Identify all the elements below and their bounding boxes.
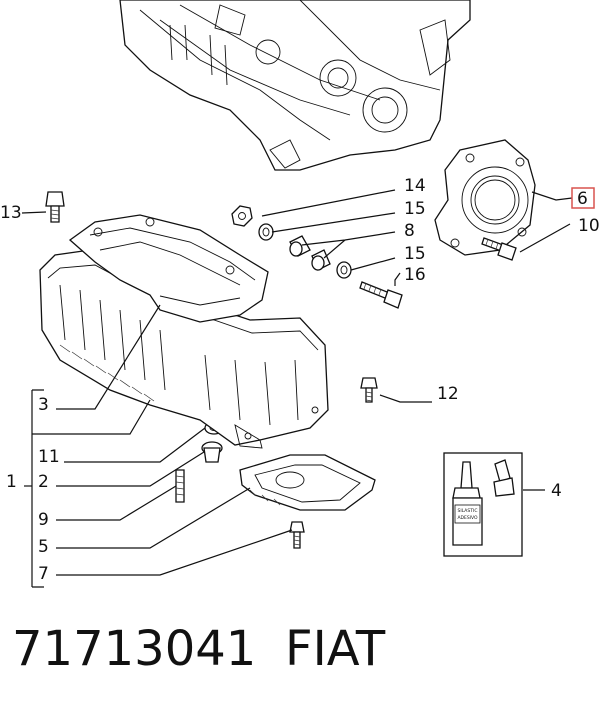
callout-11: 11 bbox=[38, 447, 60, 467]
part-number: 71713041 bbox=[12, 621, 256, 677]
bolt-10 bbox=[481, 237, 517, 261]
bushing-8-upper bbox=[289, 235, 311, 257]
stud-9 bbox=[175, 469, 185, 503]
callout-2: 2 bbox=[38, 472, 49, 492]
callout-14: 14 bbox=[404, 176, 426, 196]
baffle-plate bbox=[68, 214, 269, 323]
bushing-8-lower bbox=[311, 249, 331, 271]
nut-14 bbox=[231, 205, 253, 227]
callout-15-lower: 15 bbox=[404, 244, 426, 264]
callout-15-upper: 15 bbox=[404, 199, 426, 219]
callout-12: 12 bbox=[437, 384, 459, 404]
callout-16: 16 bbox=[404, 265, 426, 285]
callout-9: 9 bbox=[38, 510, 49, 530]
callout-4: 4 bbox=[551, 481, 562, 501]
brand-name: FIAT bbox=[285, 621, 386, 677]
svg-text:ADESIVO: ADESIVO bbox=[457, 515, 478, 521]
bolt-7 bbox=[289, 521, 305, 549]
svg-text:SILASTIC: SILASTIC bbox=[458, 508, 478, 514]
callout-7: 7 bbox=[38, 564, 49, 584]
washer-15-lower bbox=[336, 261, 352, 279]
callout-3: 3 bbox=[38, 395, 49, 415]
callout-13: 13 bbox=[0, 203, 22, 223]
washer-15-upper bbox=[258, 223, 274, 241]
lower-sump-tray bbox=[239, 454, 376, 511]
sealant-kit: SILASTIC ADESIVO bbox=[443, 452, 523, 557]
callout-5: 5 bbox=[38, 537, 49, 557]
drain-plug-2 bbox=[201, 441, 223, 463]
callout-1: 1 bbox=[6, 472, 17, 492]
bolt-13 bbox=[45, 191, 65, 223]
highlight-box-6 bbox=[571, 187, 595, 209]
engine-block bbox=[119, 0, 471, 171]
bolt-12 bbox=[360, 377, 378, 403]
crankshaft-seal-cover bbox=[434, 139, 536, 256]
bolt-16 bbox=[359, 281, 403, 309]
callout-6: 6 bbox=[577, 189, 588, 209]
callout-10: 10 bbox=[578, 216, 600, 236]
leader-lines bbox=[21, 189, 573, 588]
callout-8: 8 bbox=[404, 221, 415, 241]
